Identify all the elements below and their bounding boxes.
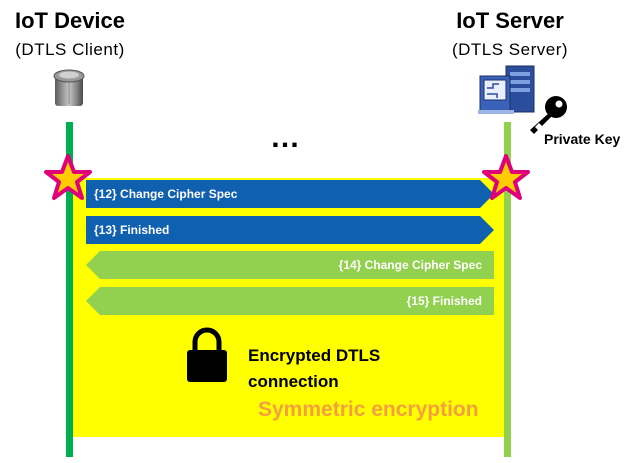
iot-device-icon xyxy=(53,69,85,106)
star-icon-server xyxy=(482,154,530,200)
star-icon-client xyxy=(44,154,92,200)
encrypted-caption-line2: connection xyxy=(248,372,339,391)
message-label-12: {12} Change Cipher Spec xyxy=(94,187,238,201)
message-label-13: {13} Finished xyxy=(94,223,170,237)
encrypted-connection-caption: Encrypted DTLS connection xyxy=(248,343,380,395)
ellipsis: … xyxy=(270,121,302,154)
iot-server-title: IoT Server xyxy=(456,8,564,33)
lock-icon xyxy=(187,327,227,382)
client-lifeline xyxy=(66,122,73,457)
iot-server-subtitle: (DTLS Server) xyxy=(451,40,569,59)
message-label-15: {15} Finished xyxy=(406,294,482,308)
message-arrow-12: {12} Change Cipher Spec xyxy=(86,180,494,208)
encrypted-caption-line1: Encrypted DTLS xyxy=(248,346,381,365)
private-key-label: Private Key xyxy=(544,131,621,147)
message-label-14: {14} Change Cipher Spec xyxy=(338,258,482,272)
message-arrow-15: {15} Finished xyxy=(86,287,494,315)
message-arrow-13: {13} Finished xyxy=(86,216,494,244)
symmetric-encryption-label: Symmetric encryption xyxy=(258,398,479,421)
iot-device-title: IoT Device xyxy=(14,8,126,33)
private-key-icon xyxy=(530,96,567,134)
server-icon xyxy=(478,65,535,114)
server-lifeline xyxy=(504,122,511,457)
iot-device-subtitle: (DTLS Client) xyxy=(15,40,125,59)
message-arrow-14: {14} Change Cipher Spec xyxy=(86,251,494,279)
